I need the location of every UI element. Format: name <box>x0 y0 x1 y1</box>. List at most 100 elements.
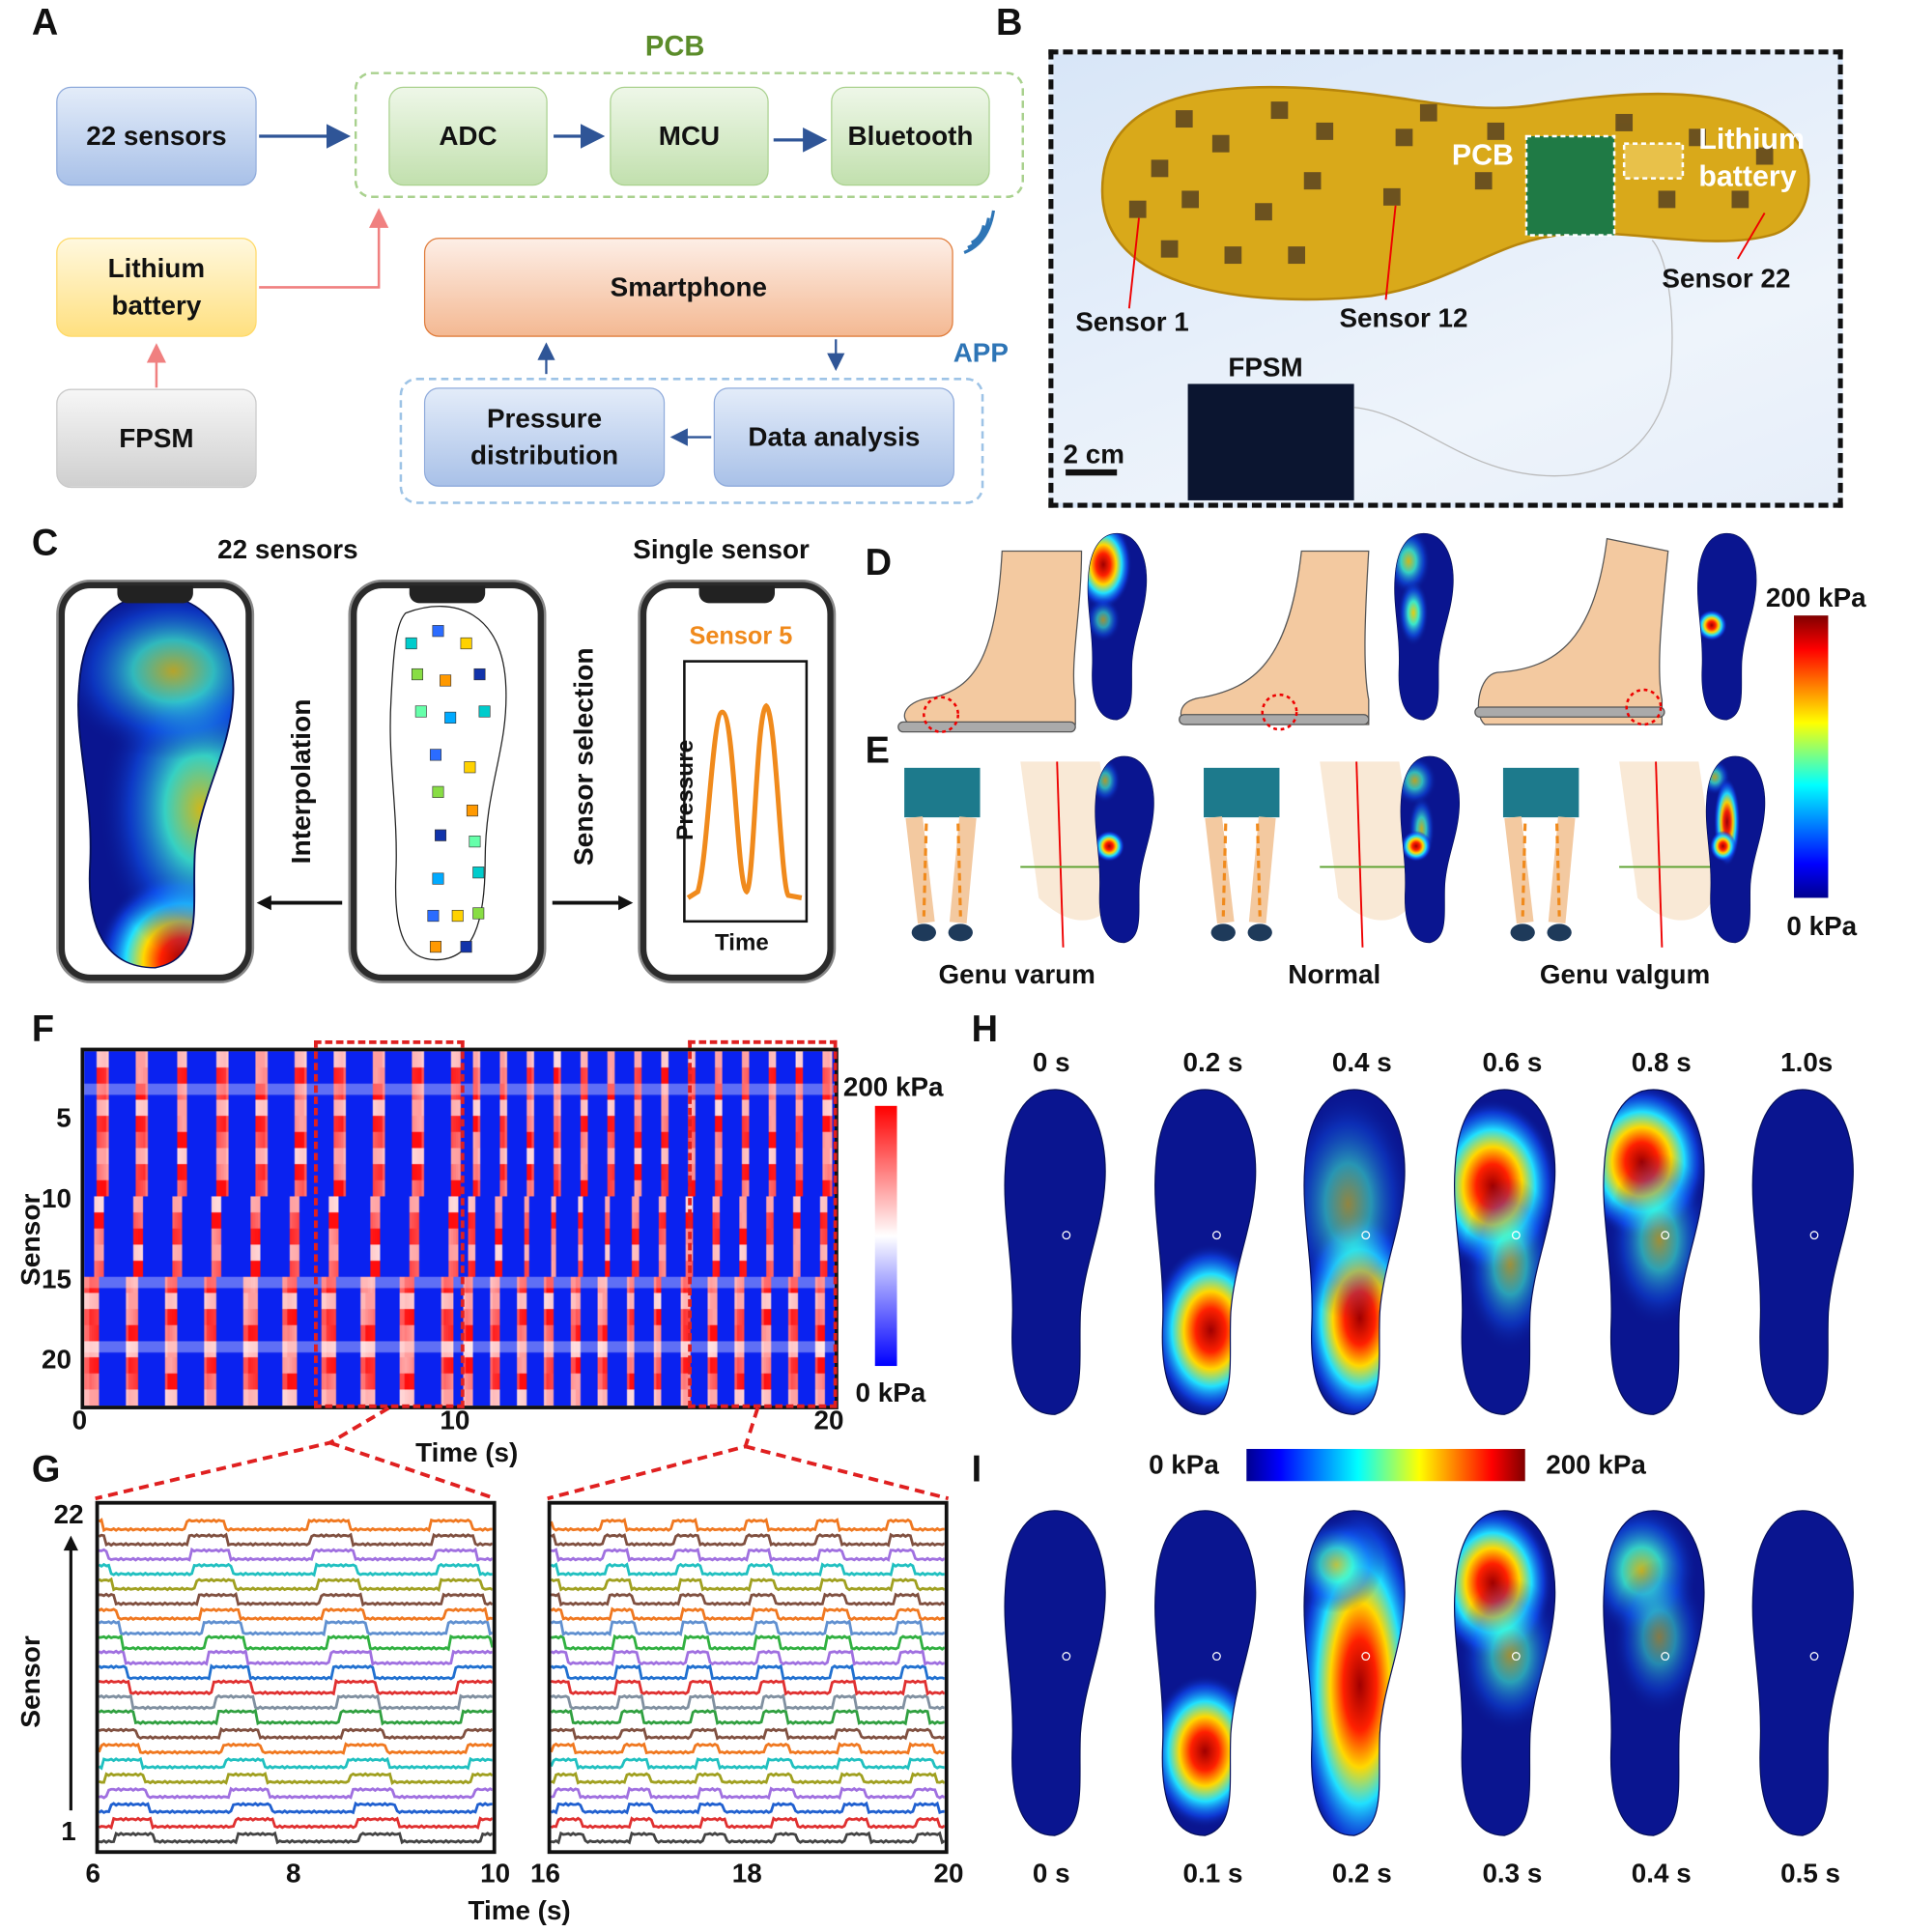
traces-plot-left <box>95 1500 497 1855</box>
battery-label-line2: battery <box>1698 159 1797 193</box>
sensor-trace <box>551 1678 945 1696</box>
f-ytick: 10 <box>42 1182 71 1214</box>
sensor-marker <box>466 804 478 817</box>
app-group-title: APP <box>953 336 1009 368</box>
adc-block: ADC <box>388 86 548 186</box>
sensor-trace <box>99 1772 493 1785</box>
arrow-battery-to-pcb <box>259 208 389 289</box>
pcb-group-title: PCB <box>644 29 705 63</box>
zoom-box-left <box>314 1039 465 1408</box>
sensor-trace <box>551 1532 945 1548</box>
f-ylabel: Sensor <box>14 1193 46 1287</box>
sensor-trace <box>99 1726 493 1741</box>
sensor-trace <box>551 1634 945 1651</box>
phone-insole-heatmap <box>77 594 235 969</box>
sensor-trace <box>551 1708 945 1726</box>
sensor22-label: Sensor 22 <box>1662 262 1791 294</box>
phone-sensor-layout <box>351 582 544 981</box>
foot-and-leg-drawings <box>897 537 1718 948</box>
app-group-box <box>399 378 984 504</box>
sensors-block: 22 sensors <box>56 86 257 186</box>
pressure-line1: Pressure <box>486 402 603 434</box>
insole-heatmap-frame <box>1154 1510 1257 1836</box>
sensor-trace <box>551 1606 945 1622</box>
sensor-marker <box>411 668 424 681</box>
insole-d-2 <box>1394 532 1454 721</box>
zoom-box-right <box>688 1039 838 1408</box>
sensor-marker <box>478 705 491 718</box>
i-colorbar <box>1246 1448 1525 1482</box>
i-cbar-min: 0 kPa <box>1149 1448 1219 1480</box>
sensor-name: Sensor 5 <box>689 622 793 651</box>
data-analysis-block: Data analysis <box>713 387 954 487</box>
sensor-trace <box>551 1693 945 1711</box>
panel-label-e: E <box>865 730 890 772</box>
f-ytick: 5 <box>56 1101 71 1134</box>
sensor-trace <box>99 1742 493 1755</box>
phone-heatmap <box>58 582 252 981</box>
frame-time-label: 0.2 s <box>1331 1857 1392 1889</box>
frame-time-label: 0.1 s <box>1182 1857 1243 1889</box>
sensor-marker <box>405 637 417 650</box>
mcu-block: MCU <box>610 86 769 186</box>
bluetooth-block: Bluetooth <box>831 86 990 186</box>
frame-time-label: 0.4 s <box>1331 1046 1392 1078</box>
sensor-trace <box>551 1772 945 1785</box>
sensor-trace <box>551 1663 945 1681</box>
panel-label-h: H <box>971 1009 999 1051</box>
insole-e-1 <box>1095 755 1154 944</box>
frame-time-label: 0.4 s <box>1631 1857 1692 1889</box>
sensor-trace <box>99 1648 493 1666</box>
sensor-trace <box>99 1693 493 1712</box>
pcb-group-box <box>354 71 1025 199</box>
g-ytop: 22 <box>53 1498 84 1530</box>
g-ylabel: Sensor <box>14 1635 46 1728</box>
g-xtick: 10 <box>480 1857 511 1889</box>
g-xtick: 8 <box>286 1857 301 1889</box>
f-cbar-max: 200 kPa <box>842 1070 944 1102</box>
frame-time-label: 1.0s <box>1780 1046 1834 1078</box>
traces-plot-right <box>547 1500 949 1855</box>
panel-label-b: B <box>995 2 1023 43</box>
frame-time-label: 0.8 s <box>1631 1046 1692 1078</box>
sensor-trace <box>551 1757 945 1771</box>
sensor-marker <box>429 940 441 953</box>
sensor1-label: Sensor 1 <box>1075 305 1189 337</box>
insole-d-3 <box>1696 532 1757 721</box>
panel-a-arrows <box>146 124 996 446</box>
sensor-trace <box>99 1786 493 1800</box>
g-xtick: 6 <box>85 1857 101 1889</box>
sensor-marker <box>429 749 441 761</box>
sensor-trace <box>551 1831 945 1845</box>
sensor-trace <box>551 1816 945 1830</box>
sensor-trace <box>99 1577 493 1593</box>
pressure-line2: distribution <box>470 440 619 471</box>
g-xtick: 16 <box>530 1857 560 1889</box>
sensor-trace <box>551 1548 945 1563</box>
frame-time-label: 0.3 s <box>1482 1857 1543 1889</box>
insole-heatmap-frame <box>1303 1510 1406 1836</box>
insole-heatmap-frame <box>1603 1510 1705 1836</box>
battery-line1: Lithium <box>107 252 206 284</box>
sensor-trace <box>99 1634 493 1652</box>
sensor-marker <box>469 836 481 848</box>
sensor-layout-drawing <box>389 606 507 961</box>
c-title-right: Single sensor <box>633 533 810 565</box>
g-y-arrow <box>63 1535 78 1811</box>
insole-heatmap-frame <box>1303 1089 1406 1415</box>
sensor-trace <box>99 1708 493 1726</box>
foot-drawings <box>897 537 1669 733</box>
f-xtick: 10 <box>440 1404 470 1435</box>
sensor-trace <box>99 1619 493 1637</box>
battery-label-line1: Lithium <box>1698 122 1805 156</box>
fpsm-label: FPSM <box>1228 352 1303 384</box>
sensor-trace <box>99 1591 493 1607</box>
scale-label: 2 cm <box>1063 438 1124 469</box>
sensor-trace <box>551 1649 945 1666</box>
time-axis-label: Time <box>715 929 769 956</box>
f-ytick: 20 <box>42 1343 71 1376</box>
g-ybottom: 1 <box>61 1815 76 1847</box>
smartphone-block: Smartphone <box>423 238 953 337</box>
sensor-marker <box>432 785 444 798</box>
